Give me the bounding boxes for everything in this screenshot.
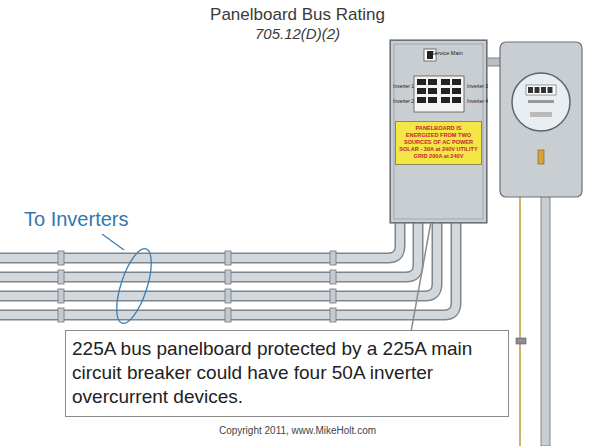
conduit-label: To Inverters [24, 208, 128, 231]
panel-label: Inverter 3 [467, 84, 488, 89]
warning-text: PANELBOARD IS ENERGIZED FROM TWO SOURCES… [399, 125, 478, 160]
callout-box: 225A bus panelboard protected by a 225A … [65, 330, 509, 417]
conduits [0, 222, 456, 315]
couplings [58, 251, 336, 322]
breakers [414, 49, 464, 112]
panel-label: Inverter 1 [393, 84, 414, 89]
section-reference: 705.12(D)(2) [0, 25, 595, 42]
meter-socket [500, 42, 582, 446]
leader-line [411, 223, 430, 330]
panel-label: Inverter 2 [393, 99, 414, 104]
panelboard-enclosure [390, 40, 501, 223]
inverter-conduit-callout [102, 234, 158, 327]
title: Panelboard Bus Rating [0, 5, 595, 25]
warning-label: PANELBOARD IS ENERGIZED FROM TWO SOURCES… [395, 121, 482, 165]
callout-text: 225A bus panelboard protected by a 225A … [72, 337, 502, 408]
panel-label: Inverter 4 [467, 99, 488, 104]
copyright: Copyright 2011, www.MikeHolt.com [0, 425, 595, 436]
panelboard: Service MainInverter 1 Inverter 3 Inverter… [390, 40, 487, 223]
panel-label: Service Main [431, 51, 463, 57]
